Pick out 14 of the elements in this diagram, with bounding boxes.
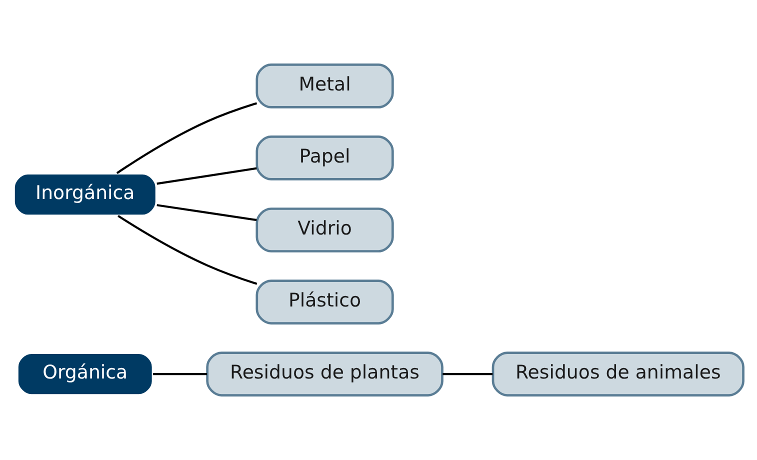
node-box: Residuos de animales (492, 352, 744, 396)
node-box: Vidrio (256, 208, 394, 252)
connector (118, 214, 258, 285)
node-box: Residuos de plantas (206, 352, 444, 396)
node-box: Orgánica (16, 352, 154, 396)
node-box: Inorgánica (12, 172, 158, 218)
node-box: Plástico (256, 280, 394, 324)
connector (153, 372, 208, 376)
connector (156, 204, 257, 222)
connector (442, 372, 493, 376)
node-box: Papel (256, 136, 394, 180)
connector (116, 102, 258, 174)
connector (156, 167, 257, 185)
node-box: Metal (256, 64, 394, 108)
